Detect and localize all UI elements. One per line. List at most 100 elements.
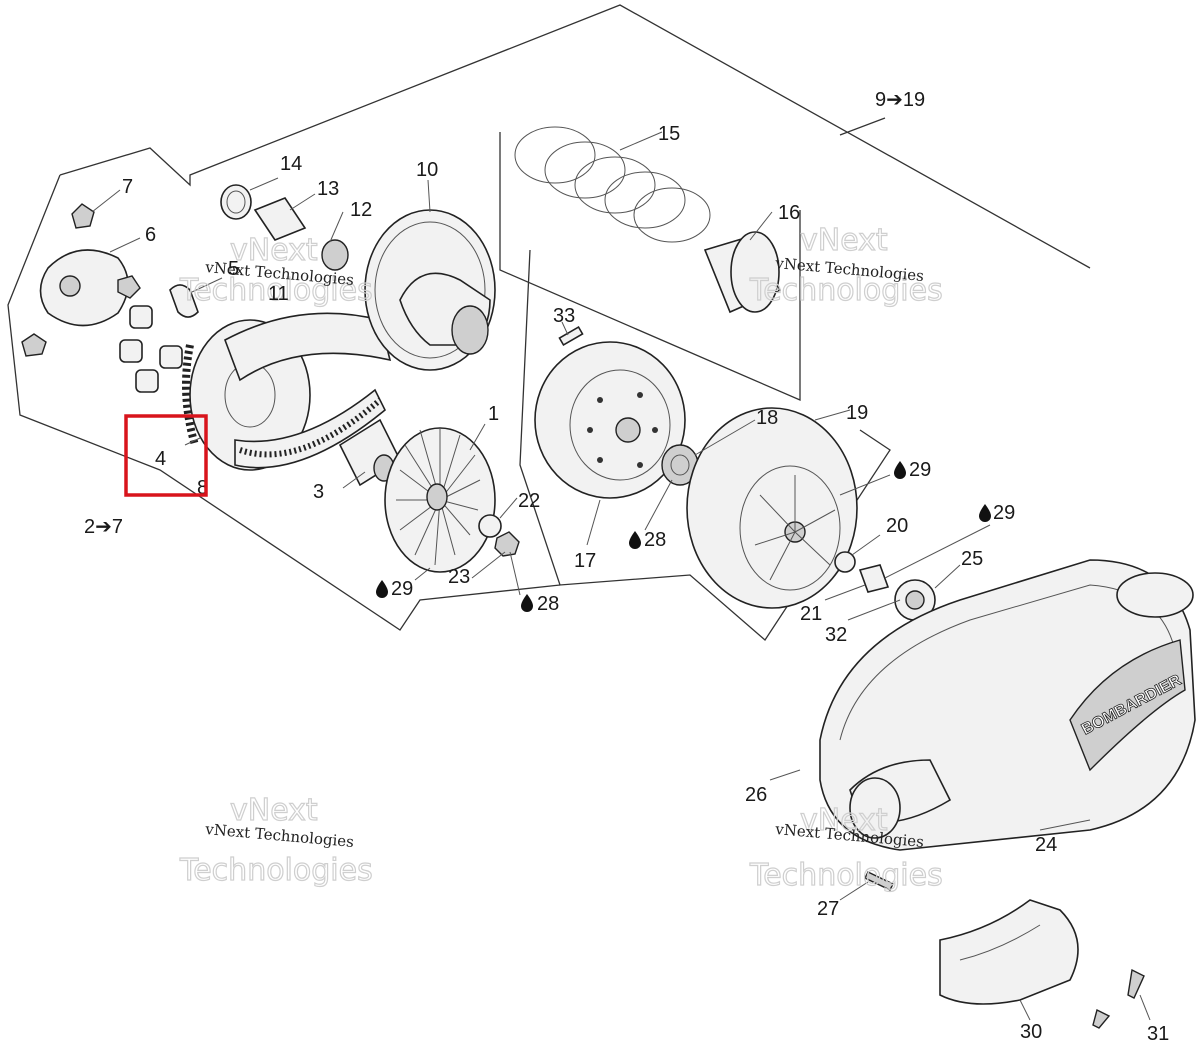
oil-drop-icon [521, 594, 533, 612]
callout-12: 12 [350, 199, 372, 221]
nut-23 [494, 531, 520, 557]
callout-6: 6 [145, 224, 156, 246]
seal-14-inner [226, 190, 246, 214]
spring-coil-4 [604, 171, 686, 229]
guard-30-edge [959, 924, 1041, 961]
bushing-b [119, 339, 143, 363]
callout-21: 21 [800, 603, 822, 625]
washer-20 [834, 551, 856, 573]
watermark-logo-1b: Technologies [179, 273, 373, 308]
oil-drop-icon [979, 504, 991, 522]
sleeve-16-end [730, 231, 780, 313]
callout-13: 13 [317, 178, 339, 200]
cover-duct-26-opening [849, 777, 901, 839]
bearing-25-inner [905, 590, 925, 610]
screw-27 [864, 871, 894, 891]
drive-pulley-parts [21, 203, 199, 393]
washer-22 [478, 514, 502, 538]
slider-shoe-7 [71, 203, 95, 229]
spring-coil-1 [514, 126, 596, 184]
callout-15: 15 [658, 123, 680, 145]
outline-driven-upper [499, 132, 801, 401]
watermark-logo-4b: Technologies [749, 858, 943, 893]
cover-assembly [819, 559, 1196, 891]
clutch-holes [587, 392, 658, 468]
callout-32: 32 [825, 624, 847, 646]
screw-31a [1127, 968, 1145, 999]
watermark-logo-2b: Technologies [749, 273, 943, 308]
callout-labels: 7 6 5 14 13 12 11 10 9➔19 15 16 33 18 19… [84, 89, 1169, 1045]
callout-18: 18 [756, 407, 778, 429]
outline-driven-lower [519, 249, 891, 641]
oil-drop-icon [629, 531, 641, 549]
watermark-logo-2a: vNext [800, 223, 888, 258]
clutch-assembly [534, 325, 699, 499]
callout-2-7: 2➔7 [84, 516, 123, 538]
watermarks: vNext Technologies vNext Technologies vN… [178, 222, 943, 893]
callout-28b: 28 [537, 593, 559, 615]
bushing-d [135, 369, 159, 393]
watermark-logo-4a: vNext [800, 803, 888, 838]
callout-29b: 29 [909, 459, 931, 481]
clutch-17 [534, 341, 686, 499]
highlight-box-part-4[interactable] [124, 414, 208, 497]
callout-19: 19 [846, 402, 868, 424]
spring-coil-3 [574, 156, 656, 214]
watermark-logo-3b: Technologies [179, 853, 373, 888]
screw-31b [1092, 1008, 1111, 1029]
callout-31: 31 [1147, 1023, 1169, 1045]
cover-badge [1069, 639, 1186, 772]
drum-spokes [754, 475, 836, 581]
seal-14 [220, 184, 252, 220]
fan-hub [426, 483, 448, 511]
leader-9-19 [839, 117, 886, 136]
cam-hub [59, 275, 81, 297]
belt-lower [234, 388, 387, 469]
roller-5 [169, 284, 199, 318]
drum-19-face [739, 465, 841, 591]
bushing-21 [858, 564, 890, 593]
spring-coil-2 [544, 141, 626, 199]
callout-16: 16 [778, 202, 800, 224]
callout-1: 1 [488, 403, 499, 425]
pulley-10-rim [374, 221, 486, 359]
watermark-logo-1a: vNext [230, 233, 318, 268]
slider-shoe [117, 275, 141, 299]
callout-11: 11 [268, 283, 289, 305]
bushing [129, 305, 153, 329]
bearing-12 [321, 239, 349, 271]
slider-shoe-b [21, 333, 47, 357]
drive-pulley-assembly [182, 312, 392, 471]
callout-29a: 29 [391, 578, 413, 600]
watermark-logo-3a: vNext [230, 793, 318, 828]
guard-assembly [939, 899, 1145, 1029]
ring-gear [182, 344, 199, 447]
driven-shaft-parts [220, 184, 496, 371]
bushing-c [159, 345, 183, 369]
callout-28a: 28 [644, 529, 666, 551]
callout-29c: 29 [993, 502, 1015, 524]
spring-coil-5 [633, 187, 711, 243]
callout-10: 10 [416, 159, 438, 181]
clutch-17-ring [569, 369, 671, 481]
callout-5: 5 [228, 258, 239, 280]
fixed-half-parts [338, 418, 520, 573]
cover-intake [1116, 572, 1194, 618]
callout-8: 8 [197, 477, 208, 499]
belt-upper [224, 312, 392, 382]
callout-4: 4 [155, 448, 166, 470]
cam-6 [39, 249, 129, 327]
outline-drive-top [59, 4, 1091, 269]
assembly-outlines [7, 4, 1091, 641]
callout-24: 24 [1035, 834, 1057, 856]
callout-26: 26 [745, 784, 767, 806]
callout-30: 30 [1020, 1021, 1042, 1043]
callout-20: 20 [886, 515, 908, 537]
bearing-13 [253, 197, 307, 241]
callout-33: 33 [553, 305, 575, 327]
nut-18-inner [670, 454, 690, 476]
callout-3: 3 [313, 481, 324, 503]
outline-drive-left [7, 174, 561, 631]
